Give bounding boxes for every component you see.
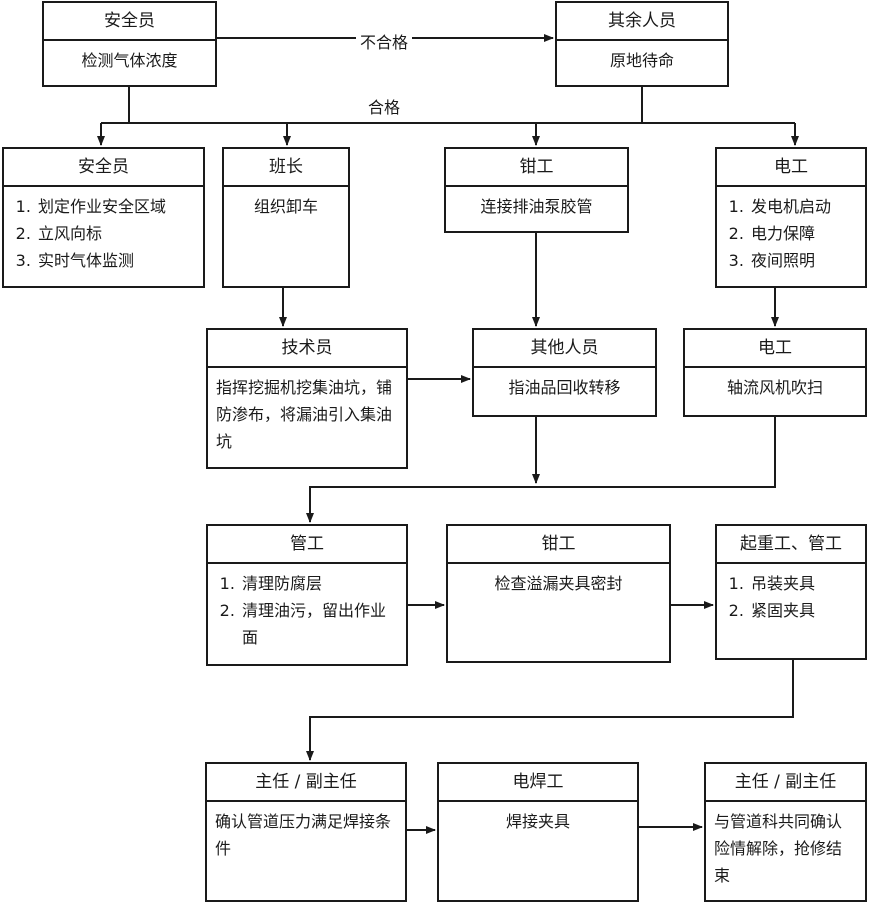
node-title: 电工 <box>717 149 865 187</box>
list-item: 紧固夹具 <box>749 597 857 624</box>
node-others-oil: 其他人员 指油品回收转移 <box>472 328 657 417</box>
node-body: 确认管道压力满足焊接条件 <box>215 812 392 858</box>
node-gas-check: 安全员 检测气体浓度 <box>42 1 217 87</box>
node-title: 安全员 <box>4 149 203 187</box>
list-item: 立风向标 <box>36 220 195 247</box>
node-body: 组织卸车 <box>253 197 318 216</box>
node-title: 电焊工 <box>439 764 637 802</box>
node-body: 指挥挖掘机挖集油坑，铺防渗布，将漏油引入集油坑 <box>216 378 393 451</box>
list-item: 实时气体监测 <box>36 247 195 274</box>
arrow-rigger-director1 <box>306 660 794 761</box>
fail-label: 不合格 <box>356 29 413 53</box>
node-electrician-power: 电工 发电机启动 电力保障 夜间照明 <box>715 147 867 288</box>
node-director-confirm: 主任 / 副主任 确认管道压力满足焊接条件 <box>205 762 407 902</box>
node-title: 起重工、管工 <box>717 526 865 564</box>
pass-label: 合格 <box>364 94 405 118</box>
node-title: 安全员 <box>44 3 215 41</box>
node-title: 其余人员 <box>557 3 727 41</box>
list-item: 吊装夹具 <box>749 570 857 597</box>
node-technician: 技术员 指挥挖掘机挖集油坑，铺防渗布，将漏油引入集油坑 <box>206 328 408 469</box>
node-title: 钳工 <box>446 149 627 187</box>
node-body: 清理防腐层 清理油污，留出作业面 <box>208 564 406 657</box>
node-pipefitter: 管工 清理防腐层 清理油污，留出作业面 <box>206 524 408 666</box>
node-welder: 电焊工 焊接夹具 <box>437 762 639 902</box>
node-body: 检查溢漏夹具密封 <box>494 574 623 593</box>
node-body: 焊接夹具 <box>505 812 570 831</box>
node-title: 钳工 <box>448 526 669 564</box>
node-title: 管工 <box>208 526 406 564</box>
node-title: 电工 <box>685 330 865 368</box>
node-body: 检测气体浓度 <box>81 51 178 70</box>
node-body: 原地待命 <box>609 51 674 70</box>
node-fitter-seal: 钳工 检查溢漏夹具密封 <box>446 524 671 663</box>
node-title: 班长 <box>224 149 348 187</box>
list-item: 夜间照明 <box>749 247 857 274</box>
node-title: 主任 / 副主任 <box>706 764 865 802</box>
node-rigger: 起重工、管工 吊装夹具 紧固夹具 <box>715 524 867 660</box>
node-body: 与管道科共同确认险情解除，抢修结束 <box>714 812 843 885</box>
node-body: 发电机启动 电力保障 夜间照明 <box>717 187 865 280</box>
list-item: 电力保障 <box>749 220 857 247</box>
list-item: 划定作业安全区域 <box>36 193 195 220</box>
list-item: 清理油污，留出作业面 <box>240 597 398 651</box>
node-body: 连接排油泵胶管 <box>480 197 593 216</box>
node-body: 吊装夹具 紧固夹具 <box>717 564 865 630</box>
node-title: 主任 / 副主任 <box>207 764 405 802</box>
node-electrician-fan: 电工 轴流风机吹扫 <box>683 328 867 417</box>
list-item: 清理防腐层 <box>240 570 398 597</box>
node-others-standby: 其余人员 原地待命 <box>555 1 729 87</box>
node-body: 指油品回收转移 <box>508 378 621 397</box>
node-body: 划定作业安全区域 立风向标 实时气体监测 <box>4 187 203 280</box>
node-team-leader: 班长 组织卸车 <box>222 147 350 288</box>
list-item: 发电机启动 <box>749 193 857 220</box>
arrow-electrician2-merge <box>306 415 776 523</box>
node-safety-officer: 安全员 划定作业安全区域 立风向标 实时气体监测 <box>2 147 205 288</box>
node-director-finish: 主任 / 副主任 与管道科共同确认险情解除，抢修结束 <box>704 762 867 902</box>
node-title: 技术员 <box>208 330 406 368</box>
node-title: 其他人员 <box>474 330 655 368</box>
node-fitter-connect: 钳工 连接排油泵胶管 <box>444 147 629 233</box>
node-body: 轴流风机吹扫 <box>726 378 823 397</box>
